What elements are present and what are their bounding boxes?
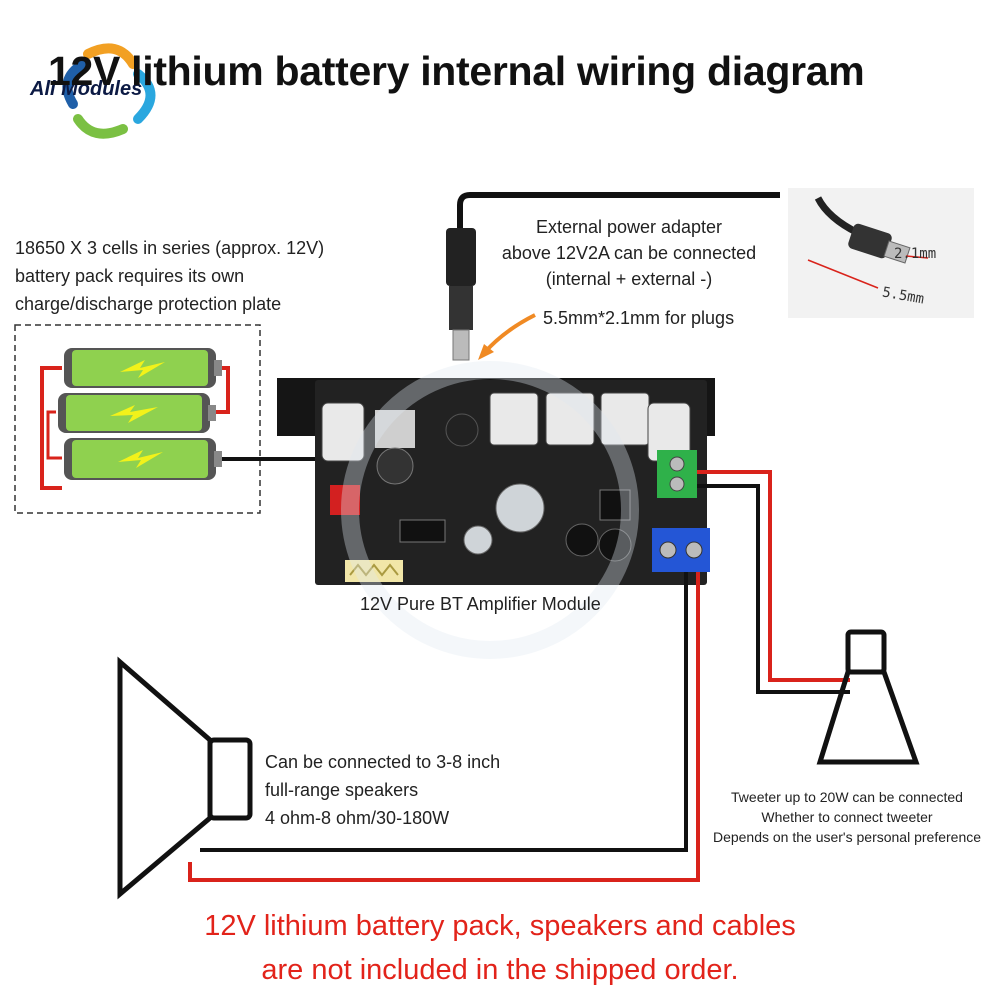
speaker-note: Can be connected to 3-8 inch full-range … bbox=[265, 748, 500, 832]
dc-cable bbox=[457, 192, 780, 240]
amplifier-board bbox=[277, 378, 715, 585]
tweeter-wire-red bbox=[697, 470, 850, 682]
tweeter-note: Tweeter up to 20W can be connected Wheth… bbox=[698, 787, 996, 847]
woofer-speaker bbox=[117, 656, 253, 900]
dc-plug bbox=[446, 228, 476, 361]
battery-pack-box bbox=[14, 324, 261, 514]
tweeter-wire-black bbox=[697, 484, 850, 694]
power-note-line: (internal + external -) bbox=[545, 269, 713, 289]
disclaimer-line: 12V lithium battery pack, speakers and c… bbox=[204, 910, 796, 942]
plug-arrow bbox=[483, 313, 536, 354]
plug-inner-dim: 2.1mm bbox=[894, 246, 937, 262]
logo-text: All Modules bbox=[30, 78, 143, 100]
speaker-wire-red bbox=[188, 572, 700, 882]
page-title: 12V lithium battery internal wiring diag… bbox=[48, 48, 865, 94]
tweeter-note-line: Tweeter up to 20W can be connected bbox=[731, 789, 963, 805]
battery-wire-red-left bbox=[40, 366, 62, 490]
disclaimer-line: are not included in the shipped order. bbox=[261, 954, 739, 986]
speaker-note-line: full-range speakers bbox=[265, 780, 419, 800]
battery-cell-1 bbox=[64, 348, 222, 388]
tweeter-note-line: Depends on the user's personal preferenc… bbox=[712, 829, 982, 845]
battery-cell-2 bbox=[58, 393, 216, 433]
tweeter-note-line: Whether to connect tweeter bbox=[761, 809, 933, 825]
speaker-note-line: 4 ohm-8 ohm/30-180W bbox=[265, 808, 450, 828]
plug-dimension-inset: 2.1mm 5.5mm bbox=[788, 188, 974, 318]
battery-note-line: charge/discharge protection plate bbox=[15, 294, 282, 314]
battery-wire-red-right bbox=[212, 366, 230, 414]
battery-cell-3 bbox=[64, 438, 222, 480]
battery-wire-red-mid bbox=[46, 410, 62, 460]
speaker-note-line: Can be connected to 3-8 inch bbox=[265, 752, 501, 772]
battery-note-line: battery pack requires its own bbox=[15, 266, 245, 286]
power-note: External power adapter above 12V2A can b… bbox=[484, 214, 774, 292]
module-label: 12V Pure BT Amplifier Module bbox=[360, 594, 601, 614]
swirl-logo-icon bbox=[62, 43, 156, 139]
shipping-disclaimer: 12V lithium battery pack, speakers and c… bbox=[0, 904, 1000, 992]
tweeter-speaker bbox=[816, 629, 920, 765]
plug-note: 5.5mm*2.1mm for plugs bbox=[543, 308, 735, 328]
battery-note-line: 18650 X 3 cells in series (approx. 12V) bbox=[15, 238, 325, 258]
power-note-line: above 12V2A can be connected bbox=[501, 243, 757, 263]
battery-note: 18650 X 3 cells in series (approx. 12V) … bbox=[15, 234, 324, 318]
speaker-wire-black bbox=[200, 572, 688, 852]
power-note-line: External power adapter bbox=[535, 217, 723, 237]
dc-plug-closeup-icon bbox=[807, 196, 929, 289]
